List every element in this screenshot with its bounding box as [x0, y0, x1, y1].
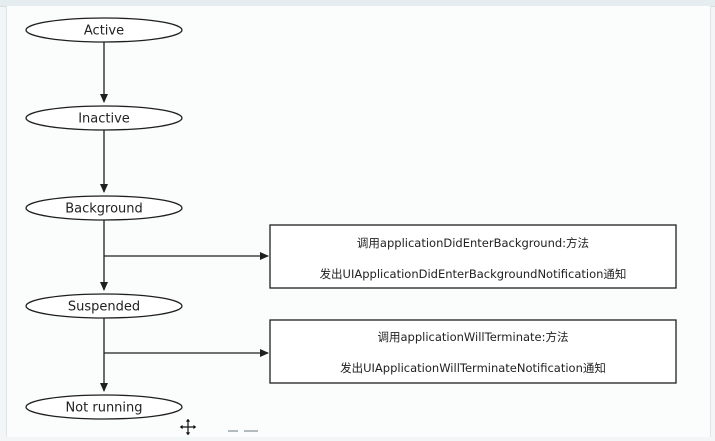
diagram-canvas: Active Inactive Background Suspended Not… — [6, 6, 711, 437]
state-suspended: Suspended — [25, 293, 183, 319]
state-inactive-label: Inactive — [78, 112, 130, 127]
state-background-label: Background — [65, 202, 143, 217]
note-enter-background-line1: 调用applicationDidEnterBackground:方法 — [357, 236, 589, 250]
app-state-diagram: Active Inactive Background Suspended Not… — [25, 17, 677, 437]
state-active-label: Active — [84, 24, 124, 39]
note-will-terminate-line2: 发出UIApplicationWillTerminateNotification… — [340, 361, 606, 375]
move-cursor-icon — [178, 417, 198, 437]
state-suspended-label: Suspended — [68, 300, 140, 315]
note-will-terminate: 调用applicationWillTerminate:方法 发出UIApplic… — [269, 319, 677, 384]
state-background: Background — [25, 195, 183, 221]
note-enter-background: 调用applicationDidEnterBackground:方法 发出UIA… — [269, 224, 677, 289]
state-not-running-label: Not running — [65, 401, 142, 416]
state-inactive: Inactive — [25, 105, 183, 131]
note-enter-background-line2: 发出UIApplicationDidEnterBackgroundNotific… — [320, 267, 627, 281]
state-not-running: Not running — [25, 394, 183, 420]
state-active: Active — [25, 17, 183, 43]
note-will-terminate-line1: 调用applicationWillTerminate:方法 — [377, 330, 568, 344]
